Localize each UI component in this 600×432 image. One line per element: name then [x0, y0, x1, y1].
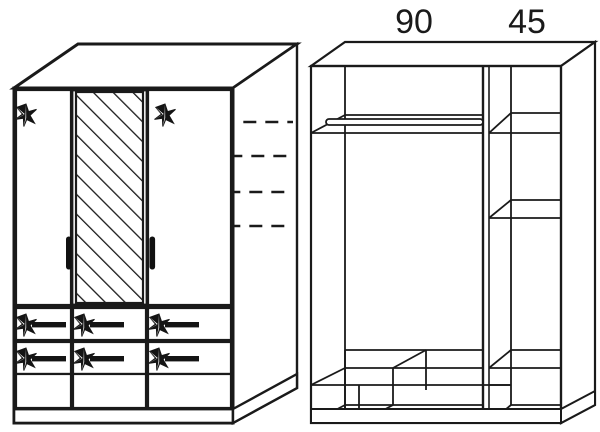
exterior-perspective-view: [9, 41, 302, 426]
star-bar-handle-r1c2[interactable]: [73, 313, 125, 337]
right-section-45: [488, 66, 562, 424]
interior-base-strip: [310, 389, 596, 425]
interior-top-panel: [307, 40, 599, 68]
plinth-base: [12, 371, 299, 426]
drawer-front-lower-1[interactable]: [14, 372, 73, 410]
star-bar-handle-r2c2[interactable]: [73, 347, 125, 371]
interior-perspective-view: [307, 39, 599, 425]
dimension-label-45: 45: [508, 3, 546, 41]
drawer-front-lower-2[interactable]: [71, 372, 148, 410]
shelf-45-2: [488, 199, 561, 219]
clothes-hanging-rail: [325, 118, 484, 126]
shelf-45-3: [488, 349, 561, 369]
vertical-bar-handle-right[interactable]: [149, 236, 156, 270]
door-left[interactable]: [14, 88, 73, 307]
dimension-label-90: 90: [395, 3, 433, 41]
mirror-hatch-fill: [76, 92, 143, 303]
door-center-mirror[interactable]: [70, 88, 149, 307]
drawer-front-lower-3[interactable]: [146, 372, 233, 410]
drawer-row-1: [14, 306, 233, 342]
door-right[interactable]: [146, 88, 233, 307]
vertical-bar-handle-left[interactable]: [66, 236, 72, 270]
star-bar-handle-r2c3[interactable]: [148, 347, 200, 371]
shelf-45-1: [488, 112, 561, 134]
drawer-row-2: [14, 340, 233, 376]
star-bar-handle-r2c1[interactable]: [15, 347, 67, 371]
left-section-90: [310, 114, 511, 424]
drawer-block: [14, 304, 233, 410]
interior-right-side-panel: [559, 39, 597, 425]
center-divider: [481, 66, 512, 423]
star-bar-handle-r1c3[interactable]: [148, 313, 200, 337]
cabinet-right-side-panel: [231, 41, 299, 426]
star-bar-handle-r1c1[interactable]: [15, 313, 67, 337]
